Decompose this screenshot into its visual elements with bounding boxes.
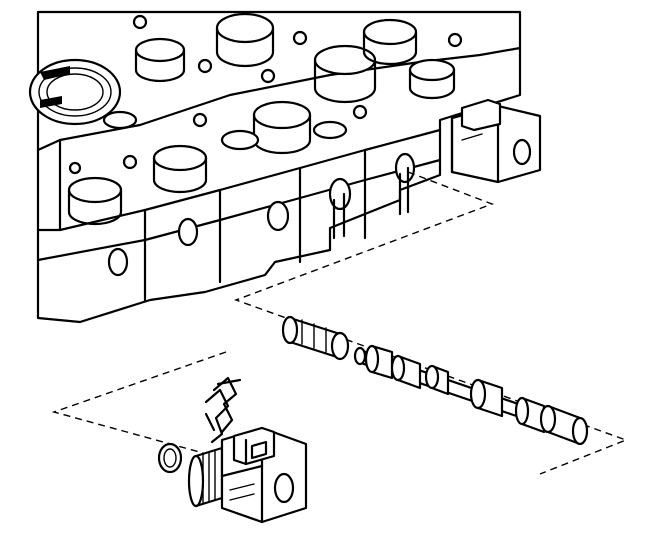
boss-group: [67, 12, 456, 226]
valve-spool: [353, 344, 589, 446]
valve-body: [28, 10, 542, 324]
o-ring-seal: [157, 442, 183, 474]
bore-1: [107, 247, 129, 277]
valve-sleeve: [281, 315, 350, 361]
bolt-heads: [68, 14, 463, 175]
bore-5: [394, 152, 416, 184]
guide-line-upper: [233, 171, 628, 475]
solenoid-removed: [187, 426, 308, 524]
solenoid-installed: [450, 98, 542, 184]
bore-2: [177, 217, 199, 247]
retaining-clip: [204, 376, 242, 444]
bore-3: [266, 200, 290, 232]
